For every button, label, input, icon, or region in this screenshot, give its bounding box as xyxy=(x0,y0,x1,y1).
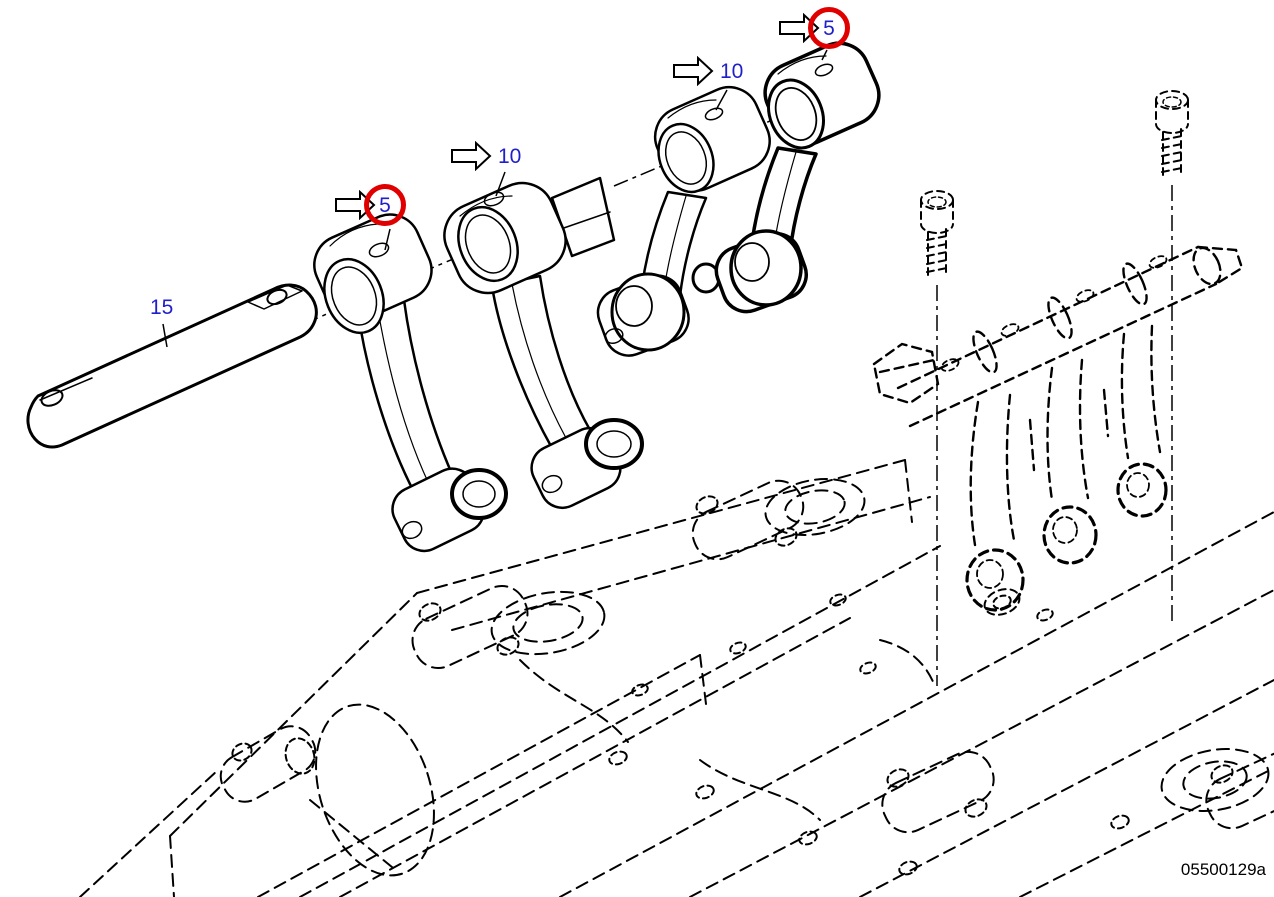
part-number-label: 5 xyxy=(379,193,391,217)
part-callout-5-right: 5 xyxy=(778,7,850,49)
figure-code: 05500129a xyxy=(1180,860,1266,879)
cylinder-head-phantom xyxy=(79,459,1274,897)
arrow-right-icon xyxy=(673,56,714,86)
part-number-label: 10 xyxy=(498,144,522,168)
rocker-arm-2 xyxy=(443,181,644,510)
rocker-arm-3 xyxy=(550,86,771,357)
mounting-bolt-right xyxy=(1155,90,1189,179)
part-number-label: 5 xyxy=(823,16,835,40)
rocker-arm-1 xyxy=(313,213,508,553)
part-number-label: 10 xyxy=(720,59,744,83)
highlight-circle: 5 xyxy=(364,184,406,226)
rocker-arm-4 xyxy=(691,41,881,314)
part-callout-10-right: 10 xyxy=(672,56,743,86)
rocker-shaft-part xyxy=(26,283,318,449)
part-callout-10-left: 10 xyxy=(450,141,521,171)
assembled-rocker-group-phantom xyxy=(872,245,1244,612)
part-callout-5-left: 5 xyxy=(334,184,406,226)
part-callout-15: 15 xyxy=(150,296,174,319)
highlight-circle: 5 xyxy=(808,7,850,49)
bolt-centerlines xyxy=(936,185,1173,686)
callout-leader-lines xyxy=(162,49,828,348)
arrow-right-icon xyxy=(451,141,492,171)
mounting-bolt-left xyxy=(920,190,954,279)
